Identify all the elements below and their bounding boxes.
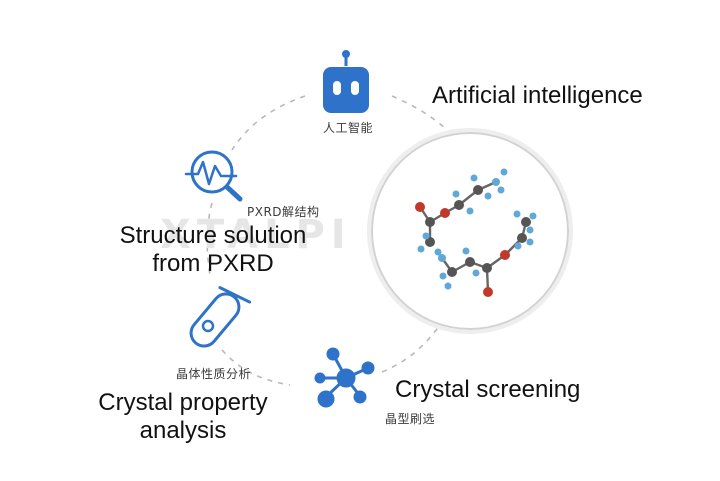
magnifier-chart-icon	[184, 150, 243, 202]
property-label-en-line1: Crystal property	[98, 389, 268, 416]
property-label-en-line2: analysis	[139, 417, 227, 444]
molecule-atoms	[415, 168, 537, 297]
test-tube-icon	[189, 286, 252, 348]
pxrd-label-zh: PXRD解结构	[247, 205, 320, 219]
molecule-network-icon	[314, 347, 375, 408]
pxrd-label-en: Structure solution from PXRD	[118, 222, 308, 278]
ai-label-zh: 人工智能	[323, 121, 374, 135]
ai-label-en: Artificial intelligence	[432, 82, 643, 109]
screening-label-zh: 晶型刷选	[385, 412, 436, 426]
robot-icon	[323, 50, 369, 113]
molecule-circle	[367, 128, 573, 334]
pxrd-label-en-line1: Structure solution	[119, 222, 307, 249]
watermark: XTALPI	[160, 212, 352, 258]
pxrd-label-en-line2: from PXRD	[152, 250, 274, 277]
property-label-zh: 晶体性质分析	[176, 367, 252, 381]
screening-label-en: Crystal screening	[395, 376, 581, 403]
property-label-en: Crystal property analysis	[92, 389, 274, 445]
